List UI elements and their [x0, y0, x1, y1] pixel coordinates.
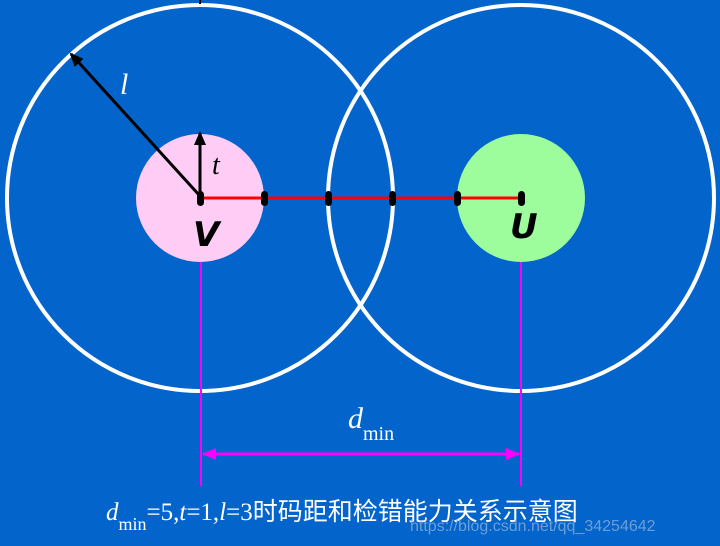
node-v-label: V — [193, 215, 220, 255]
caption-eq3: =3 — [226, 499, 253, 526]
caption-d: d — [106, 499, 119, 526]
dmin-sub: min — [363, 423, 395, 445]
caption-sub: min — [118, 514, 147, 534]
tick-mark — [518, 191, 525, 206]
caption-eq2: =1, — [186, 499, 220, 526]
label-t: t — [212, 150, 220, 181]
caption-text: 时码距和检错能力关系示意图 — [252, 498, 578, 526]
node-u-label: U — [510, 207, 538, 247]
tick-mark — [454, 191, 461, 206]
dmin-label: dmin — [348, 402, 394, 445]
watermark: https://blog.csdn.net/qq_34254642 — [410, 518, 656, 535]
caption-t: t — [179, 499, 187, 526]
tick-mark — [389, 191, 396, 206]
diagram-caption: dmin=5,t=1,l=3时码距和检错能力关系示意图 — [106, 498, 578, 534]
path-ticks — [197, 191, 525, 206]
caption-l: l — [219, 499, 227, 526]
caption-eq1: =5, — [146, 499, 180, 526]
tick-mark — [325, 191, 332, 206]
label-l: l — [120, 68, 129, 101]
radius-l-arrow — [69, 52, 202, 198]
tick-mark — [261, 191, 268, 206]
dmin-d: d — [348, 402, 363, 435]
